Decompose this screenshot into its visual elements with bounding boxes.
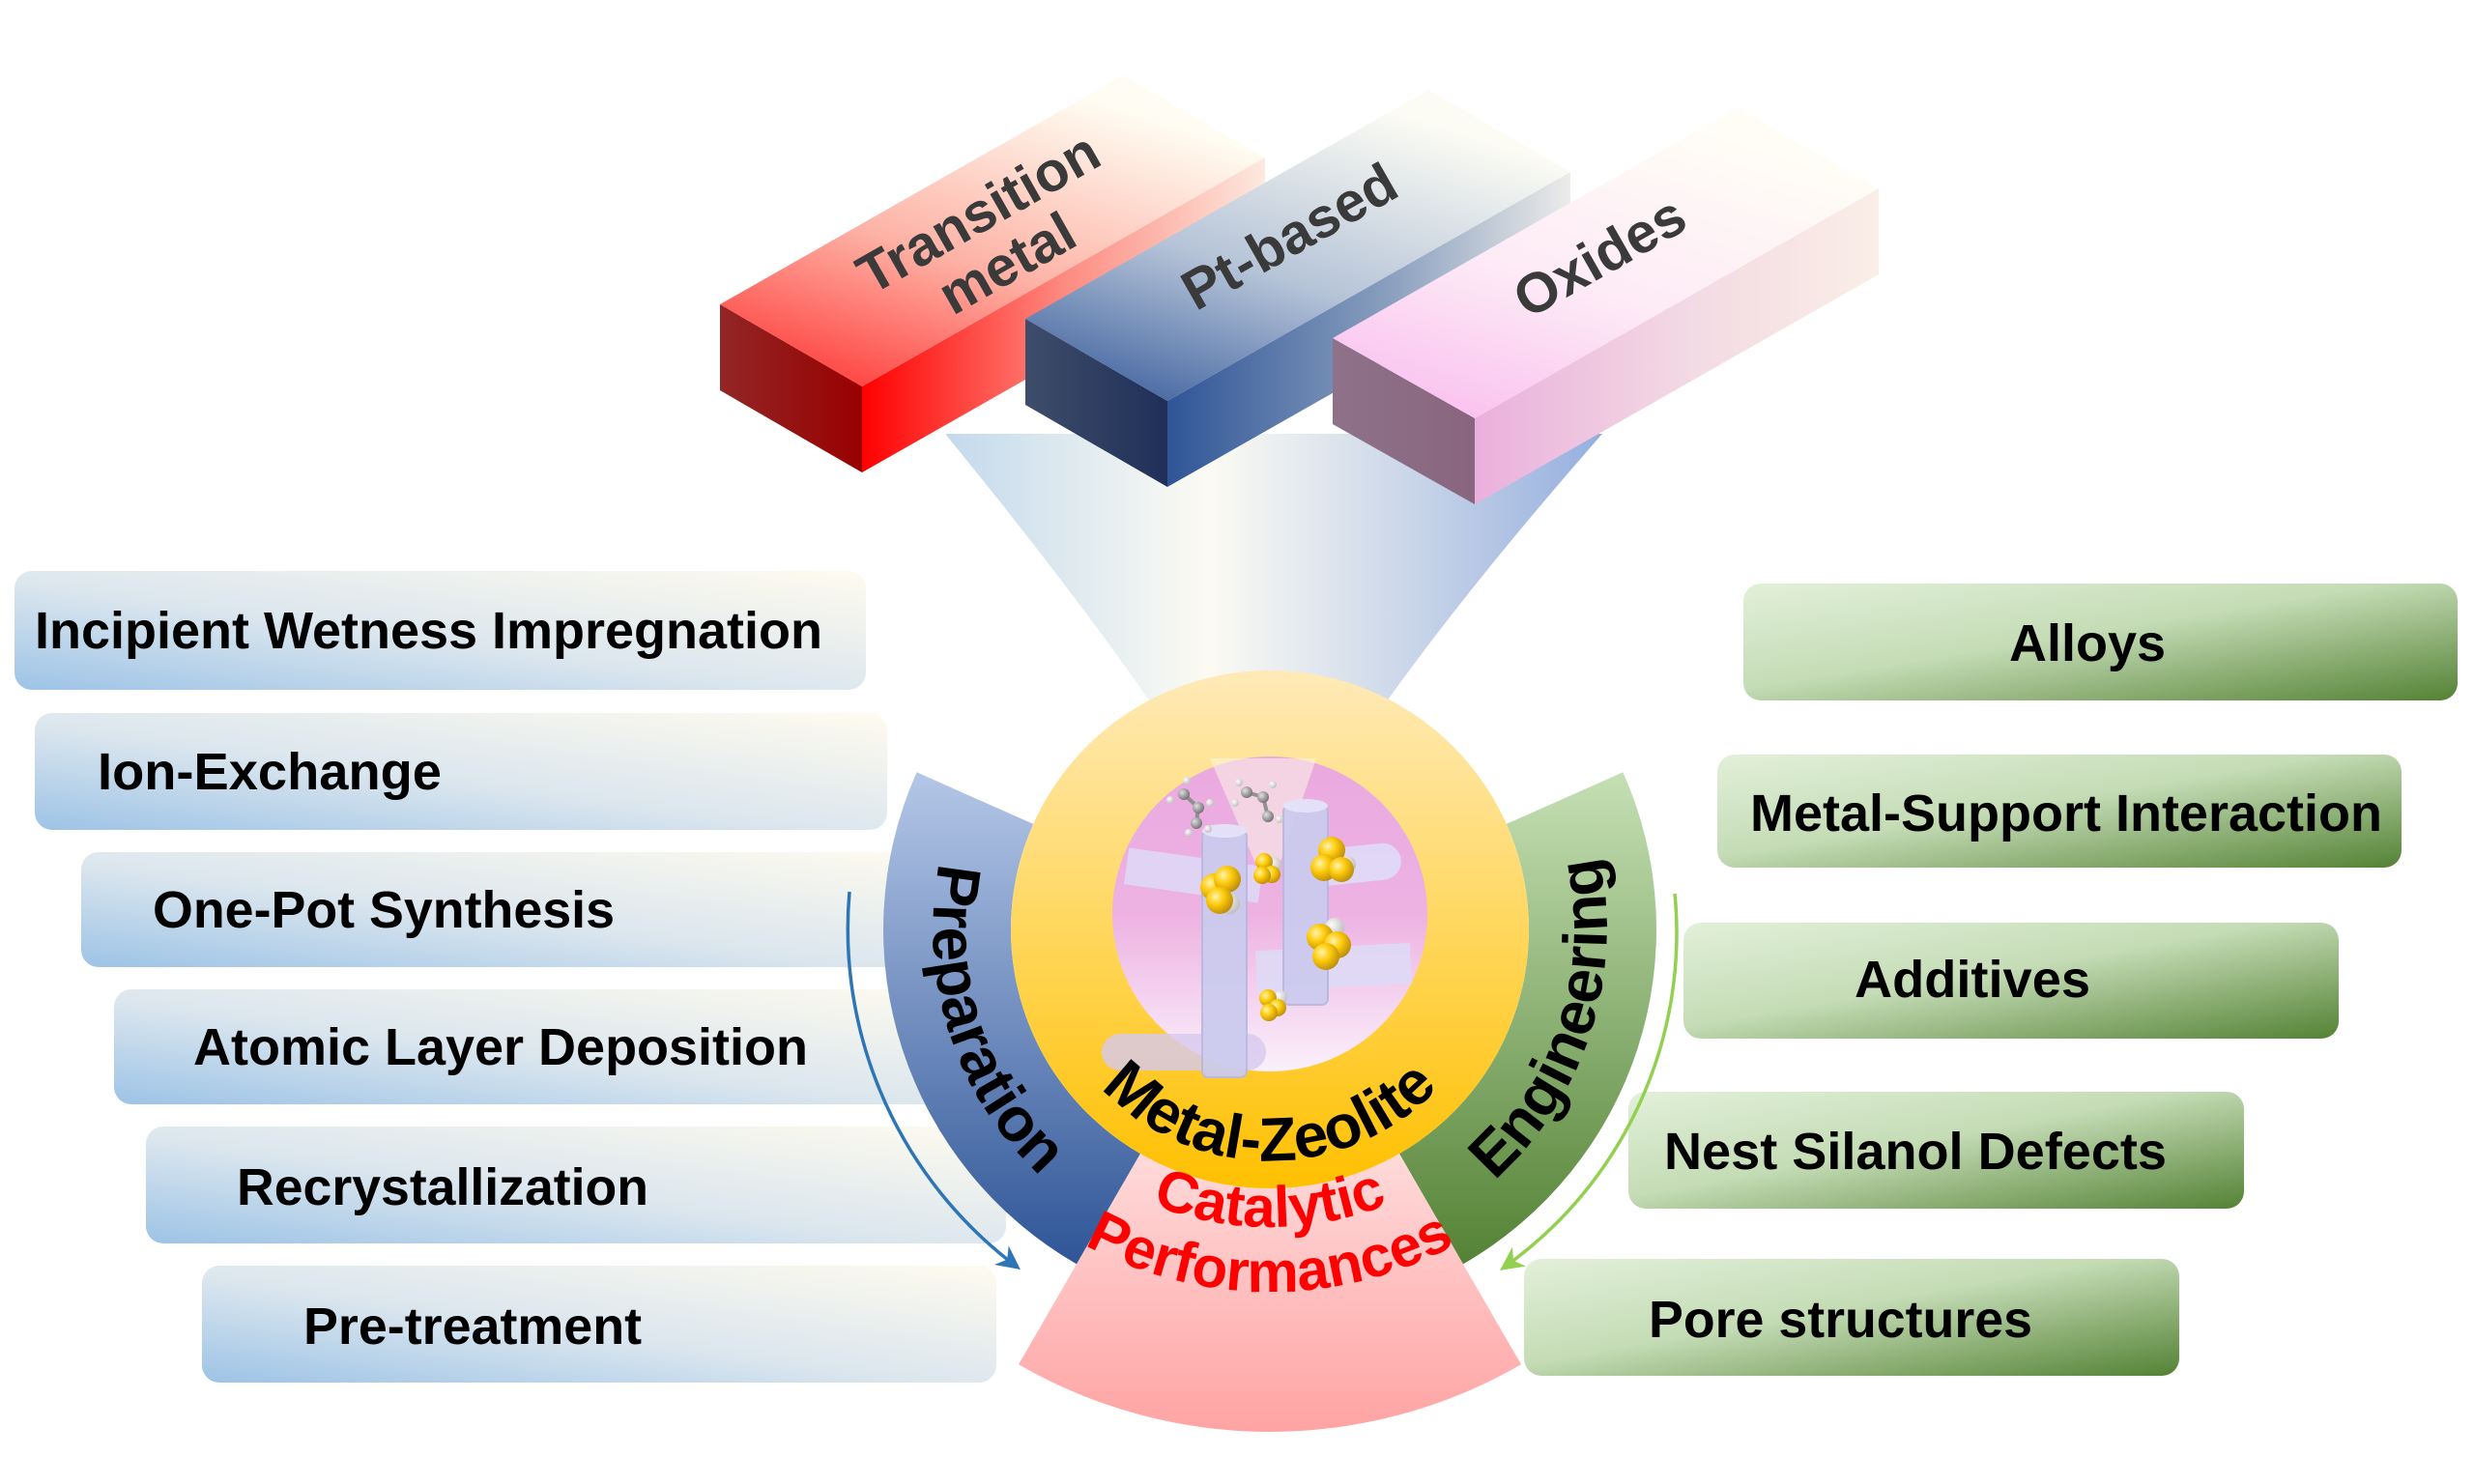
method-label: Incipient Wetness Impregnation — [35, 602, 822, 660]
performance-sector[interactable] — [1019, 1154, 1521, 1432]
method-box[interactable]: Pre-treatment — [202, 1266, 996, 1383]
engineering-strategies: Alloys Metal-Support Interaction Additiv… — [1524, 584, 2458, 1376]
metal-cluster-icon — [1307, 918, 1351, 970]
method-box[interactable]: Ion-Exchange — [35, 713, 887, 830]
preparation-sector[interactable] — [883, 772, 1140, 1265]
method-box[interactable]: One-Pot Synthesis — [81, 852, 951, 967]
strategy-label: Alloys — [2009, 614, 2166, 672]
molecule-icon — [1166, 777, 1214, 837]
metal-cluster-icon — [1259, 989, 1287, 1021]
molecule-icon — [1231, 779, 1283, 823]
strategy-box[interactable]: Nest Silanol Defects — [1628, 1092, 2244, 1209]
strategy-box[interactable]: Metal-Support Interaction — [1717, 755, 2402, 868]
method-label: One-Pot Synthesis — [153, 881, 615, 939]
method-label: Atomic Layer Deposition — [193, 1018, 808, 1076]
method-box[interactable]: Incipient Wetness Impregnation — [14, 571, 866, 690]
method-label: Ion-Exchange — [98, 743, 442, 801]
strategy-label: Pore structures — [1649, 1291, 2032, 1349]
method-box[interactable]: Recrystallization — [146, 1127, 1006, 1243]
funnel-beam — [945, 434, 1602, 870]
strategy-box[interactable]: Pore structures — [1524, 1259, 2179, 1376]
strategy-box[interactable]: Additives — [1683, 923, 2339, 1039]
metal-cluster-icon — [1253, 853, 1281, 884]
strategy-label: Additives — [1855, 951, 2090, 1009]
zeolite-illustration — [1102, 777, 1412, 1078]
method-box[interactable]: Atomic Layer Deposition — [114, 989, 984, 1104]
method-label: Recrystallization — [237, 1158, 648, 1216]
strategy-label: Nest Silanol Defects — [1664, 1123, 2167, 1181]
engineering-arrow — [1500, 893, 1679, 1270]
strategy-label: Metal-Support Interaction — [1750, 785, 2382, 842]
metal-cluster-icon — [1310, 837, 1356, 882]
metal-block-oxides[interactable]: Oxides — [1333, 108, 1879, 504]
method-label: Pre-treatment — [303, 1298, 642, 1356]
metal-cluster-icon — [1200, 866, 1241, 914]
preparation-arrow — [846, 891, 1021, 1270]
engineering-sector[interactable] — [1399, 772, 1656, 1265]
preparation-methods: Incipient Wetness Impregnation Ion-Excha… — [14, 571, 1006, 1383]
pillar-icon — [1282, 805, 1329, 1006]
strategy-box[interactable]: Alloys — [1743, 584, 2458, 700]
